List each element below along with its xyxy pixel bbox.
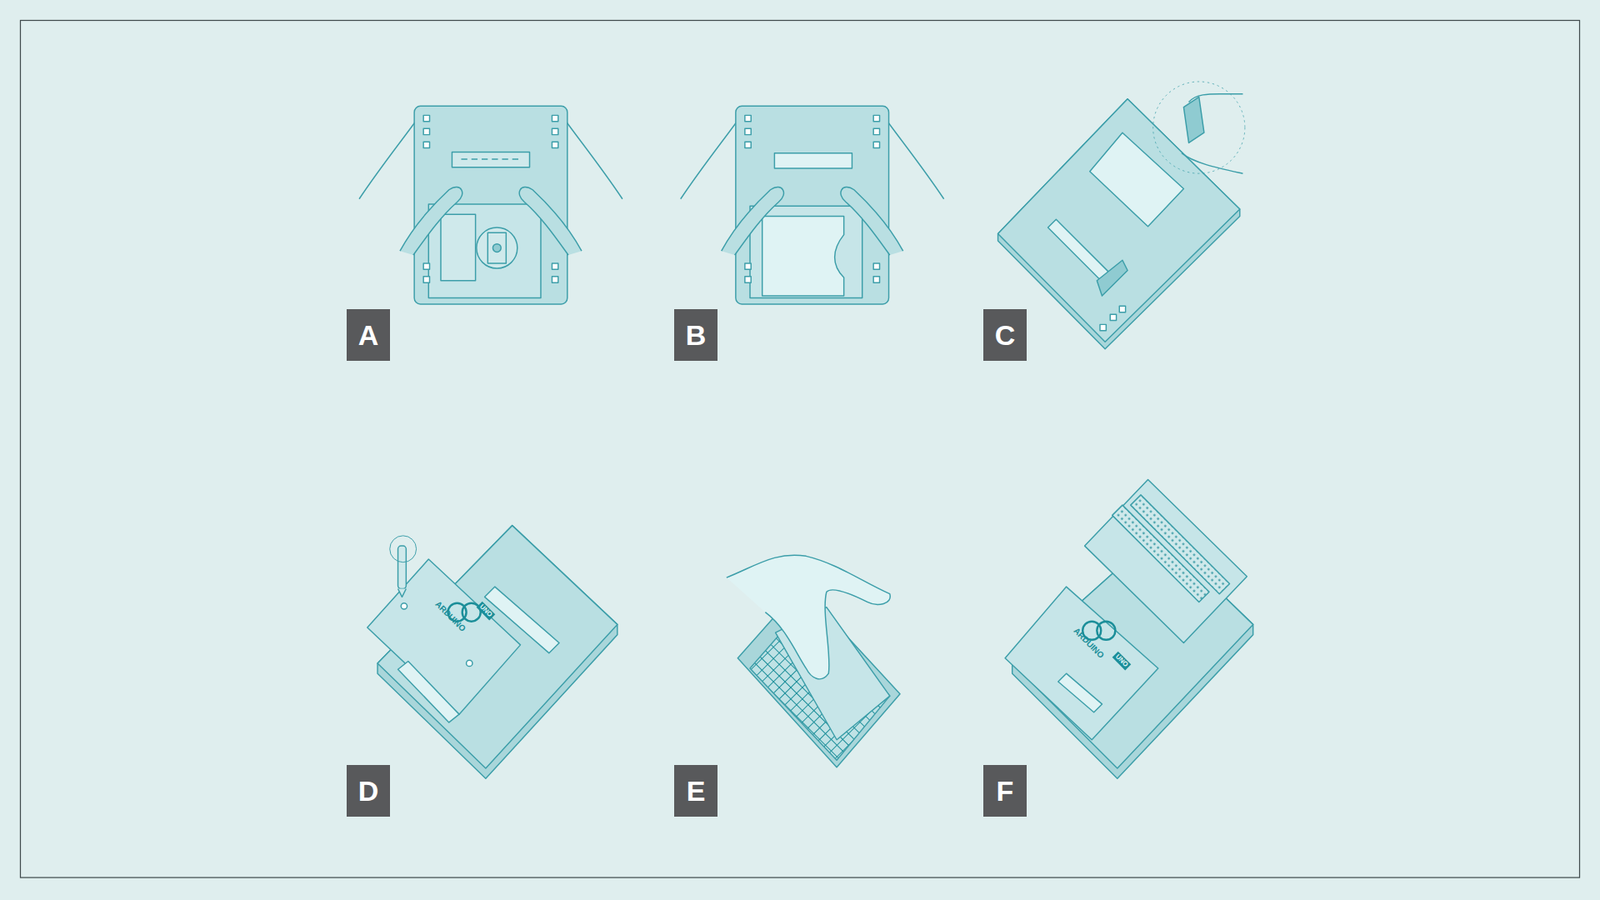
step-letter: B [685, 320, 707, 350]
step-letter: F [996, 776, 1015, 805]
board-marking: UNO [1112, 651, 1131, 670]
step-letter-box: E [674, 765, 718, 817]
board-marking: ARDUINO [1071, 626, 1105, 660]
step-letter: A [358, 320, 380, 350]
board-marking: UNO [476, 601, 495, 620]
step-letter-box: A [346, 309, 390, 361]
step-letter-box: B [674, 309, 718, 361]
step-letter-box: C [983, 309, 1027, 361]
step-letter: E [686, 776, 706, 805]
board-marking: ARDUINO [433, 600, 467, 634]
step-letter: D [358, 776, 380, 805]
step-letter-box: D [346, 765, 390, 817]
step-letter: C [995, 320, 1016, 350]
step-letter-box: F [983, 765, 1027, 817]
